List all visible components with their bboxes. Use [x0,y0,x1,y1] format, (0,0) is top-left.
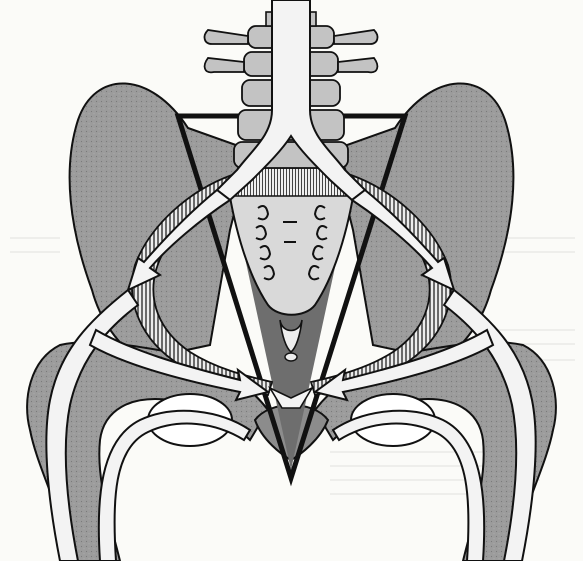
sacrum [228,181,355,315]
